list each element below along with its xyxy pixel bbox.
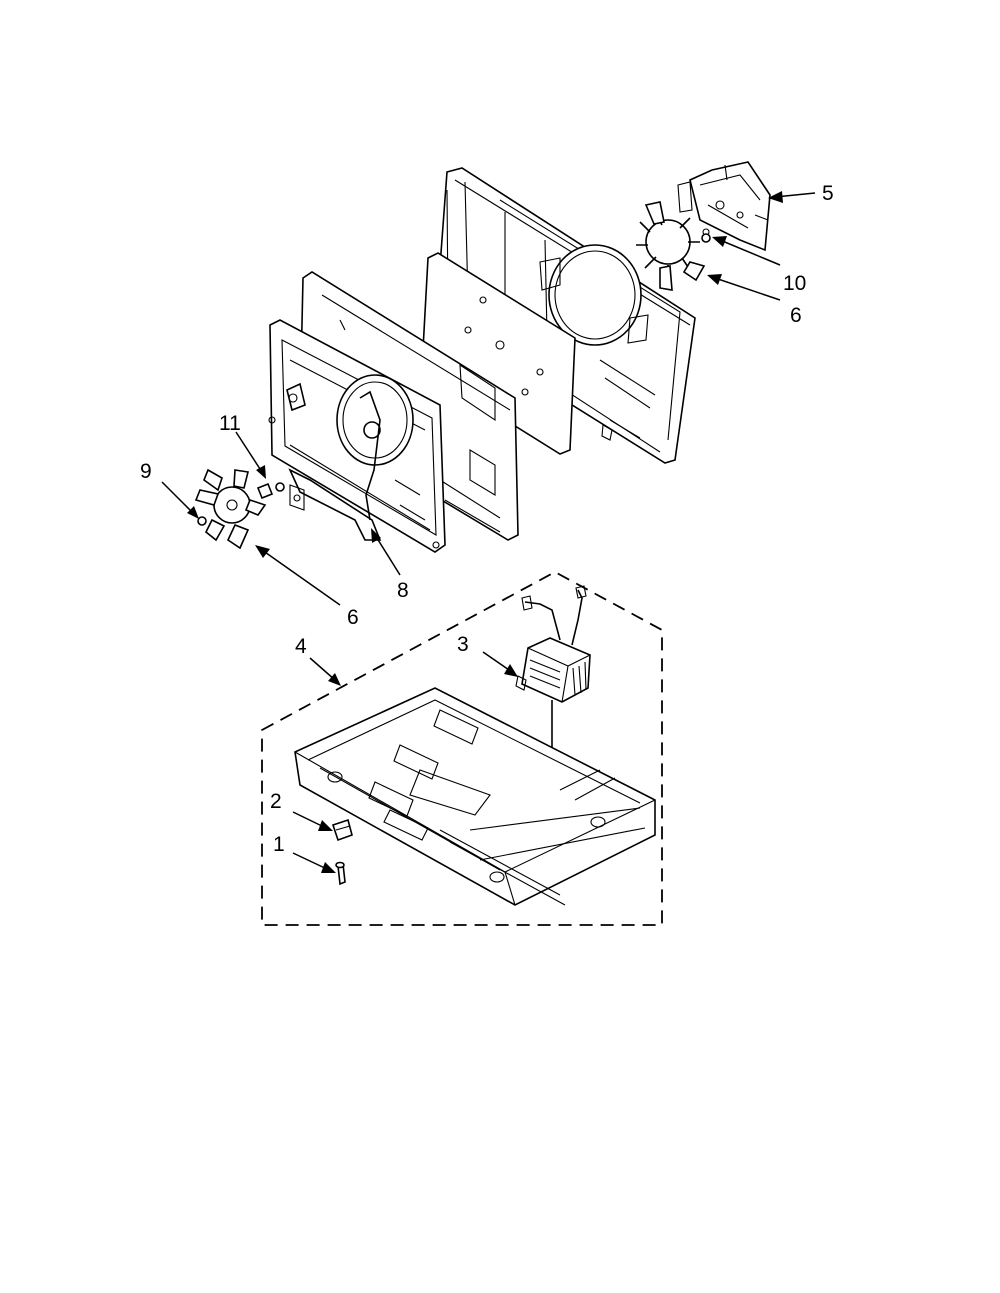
callout-8: 8 (397, 579, 409, 602)
callout-6-bottom: 6 (347, 606, 359, 629)
nut-9 (197, 516, 207, 526)
bottom-tray (294, 687, 656, 906)
assembly-boundary (261, 570, 663, 926)
callout-9: 9 (140, 460, 152, 483)
callout-10: 10 (783, 272, 806, 295)
washer-10 (701, 233, 711, 243)
callout-11: 11 (219, 412, 241, 435)
small-hardware (197, 233, 711, 526)
leader-lines (161, 191, 816, 873)
fan-motor-bracket (677, 161, 771, 252)
callout-6-top: 6 (790, 304, 802, 327)
callout-2: 2 (270, 790, 282, 813)
callout-5: 5 (822, 182, 834, 205)
element-frame (268, 319, 446, 553)
spacer-11 (256, 482, 274, 500)
screw-and-grommet (331, 818, 353, 886)
front-fan-blade (194, 468, 267, 550)
callout-3: 3 (457, 633, 469, 656)
callout-4: 4 (295, 635, 307, 658)
callout-1: 1 (273, 833, 285, 856)
